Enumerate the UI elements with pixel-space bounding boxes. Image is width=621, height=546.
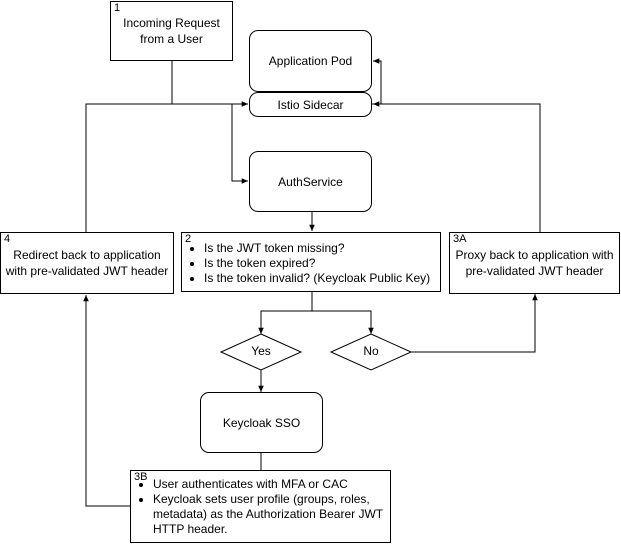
list-item: Is the token invalid? (Keycloak Public K…: [204, 271, 440, 286]
connector-split-to-no: [312, 310, 374, 334]
authservice-box: AuthService: [249, 151, 372, 212]
connector-sidecar-to-pod: [371, 58, 382, 105]
proxy-label: Proxy back to application with pre-valid…: [455, 248, 614, 278]
step-number: 3B: [134, 471, 148, 483]
proxy-box: 3A Proxy back to application with pre-va…: [449, 232, 620, 294]
token-checks-list: Is the JWT token missing? Is the token e…: [182, 241, 440, 286]
step-number: 4: [4, 233, 11, 245]
connector-proxy-to-sidecar: [373, 101, 541, 233]
connector-split-to-yes: [258, 310, 312, 334]
authservice-label: AuthService: [278, 174, 343, 189]
incoming-request-label: Incoming Request from a User: [123, 16, 220, 46]
keycloak-sso-box: Keycloak SSO: [200, 392, 323, 453]
application-pod-box: Application Pod: [249, 30, 372, 92]
decision-yes-shape: [219, 333, 303, 371]
list-item: Is the token expired?: [204, 256, 440, 271]
decision-yes-label: Yes: [251, 344, 271, 358]
user-auth-box: 3B User authenticates with MFA or CAC Ke…: [130, 470, 391, 543]
redirect-box: 4 Redirect back to application with pre-…: [0, 232, 174, 294]
istio-sidecar-label: Istio Sidecar: [277, 97, 344, 112]
keycloak-sso-label: Keycloak SSO: [222, 415, 301, 430]
redirect-label: Redirect back to application with pre-va…: [5, 248, 169, 278]
user-auth-list: User authenticates with MFA or CAC Keycl…: [131, 477, 386, 537]
istio-sidecar-box: Istio Sidecar: [249, 92, 372, 117]
connector-no-to-proxy: [411, 294, 538, 353]
connector-sidecar-to-authservice: [231, 104, 248, 184]
step-number: 1: [114, 2, 121, 14]
decision-no-shape: [329, 333, 413, 371]
decision-no-label: No: [363, 344, 379, 358]
token-checks-box: 2 Is the JWT token missing? Is the token…: [181, 232, 441, 292]
connector-auth-to-redirect: [83, 295, 130, 507]
list-item: User authenticates with MFA or CAC: [153, 477, 386, 492]
connector-redirect-to-sidecar: [85, 103, 172, 233]
list-item: Keycloak sets user profile (groups, role…: [153, 492, 386, 537]
application-pod-label: Application Pod: [268, 54, 353, 68]
step-number: 3A: [453, 233, 467, 245]
list-item: Is the JWT token missing?: [204, 241, 440, 256]
incoming-request-box: 1 Incoming Request from a User: [110, 1, 233, 61]
step-number: 2: [185, 233, 192, 245]
